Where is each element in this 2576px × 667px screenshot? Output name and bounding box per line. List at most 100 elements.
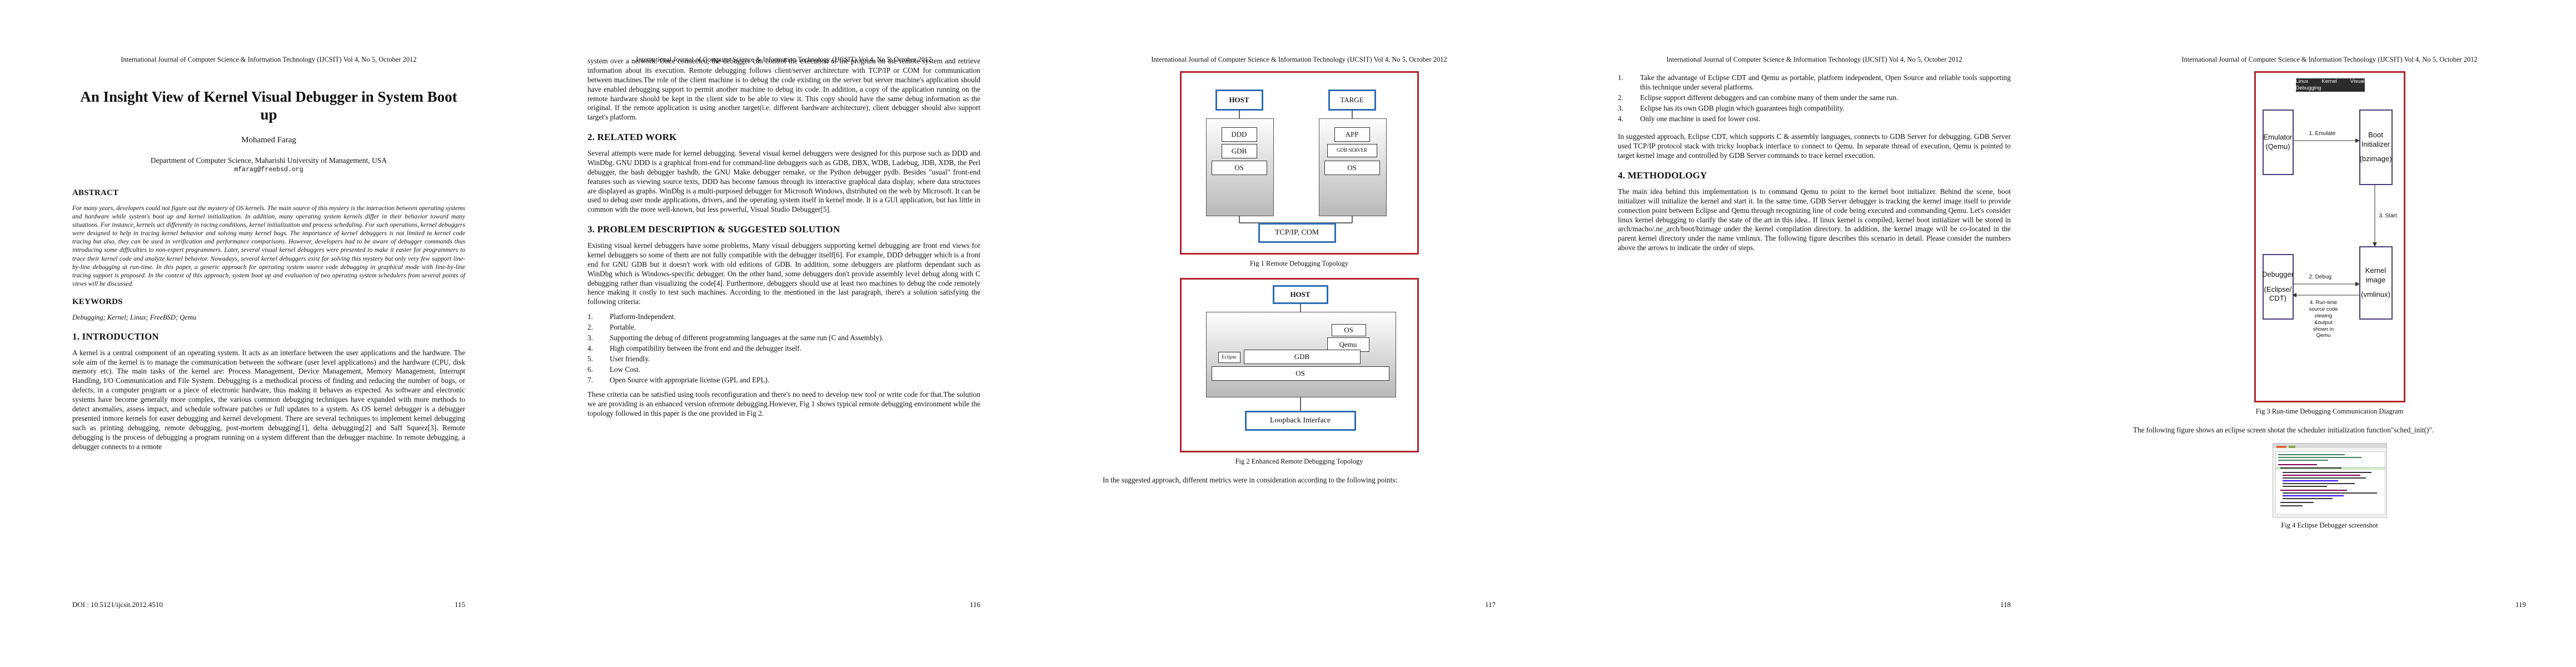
os-box: OS xyxy=(1211,161,1267,175)
gdb-box: GDB xyxy=(1243,350,1361,364)
code-line xyxy=(2282,482,2355,484)
page-body: system over a network. Once connected, t… xyxy=(587,57,980,424)
page-number: 115 xyxy=(454,600,465,609)
page-115: International Journal of Computer Scienc… xyxy=(0,0,515,667)
author-email: mfarag@freebsd.org xyxy=(234,166,303,174)
list-item: 4.Only one machine is used for lower cos… xyxy=(1618,114,1761,123)
tcpip-com-box: TCP/IP, COM xyxy=(1258,223,1336,243)
emulator-box: Emulator(Qemu) xyxy=(2262,109,2294,175)
paragraph-metrics: In the suggested approach, different met… xyxy=(1103,476,1398,484)
diagram-title: Linux Kernel Visual Debugging xyxy=(2295,78,2365,92)
running-header: International Journal of Computer Scienc… xyxy=(1151,56,1447,63)
section-heading-introduction: 1. INTRODUCTION xyxy=(72,331,160,342)
keywords-heading: KEYWORDS xyxy=(72,297,123,306)
code-editor xyxy=(2275,451,2385,515)
figure-enhanced-remote-debugging-topology: HOST OS Qemu Eclipse GDB OS Loopback Int… xyxy=(1179,278,1419,452)
code-line xyxy=(2282,471,2371,473)
host-box: HOST xyxy=(1272,285,1328,304)
code-line xyxy=(2282,497,2333,499)
code-line xyxy=(2278,459,2328,461)
page-body: HOST TARGE DDD GDB OS APP GDB SERVER OS … xyxy=(1103,68,1496,491)
app-box: APP xyxy=(1334,127,1370,142)
figure-connectors xyxy=(1299,304,1301,411)
qemu-box: Qemu xyxy=(1327,337,1369,352)
code-line xyxy=(2282,480,2338,481)
code-line xyxy=(2282,474,2360,476)
code-line xyxy=(2282,495,2344,496)
figure-caption: Fig 1 Remote Debugging Topology xyxy=(1249,260,1349,267)
figure-caption: Fig 2 Enhanced Remote Debugging Topology xyxy=(1235,457,1363,465)
code-line xyxy=(2282,485,2327,487)
running-header: International Journal of Computer Scienc… xyxy=(2181,56,2478,63)
list-item: 4.High compatibility between the front e… xyxy=(587,344,801,352)
section-heading-methodology: 4. METHODOLOGY xyxy=(1618,170,1707,181)
paper-title: An Insight View of Kernel Visual Debugge… xyxy=(80,88,457,123)
paragraph-methodology: The main idea behind this implementation… xyxy=(1618,187,2011,252)
paragraph-screenshot-intro: The following figure shows an eclipse sc… xyxy=(2133,426,2434,434)
list-item: 1.Platform-Independent. xyxy=(587,312,676,321)
target-box: TARGE xyxy=(1328,89,1376,111)
page-number: 116 xyxy=(969,600,980,609)
points-list: 1.Take the advantage of Eclipse CDT and … xyxy=(1618,73,2011,123)
figure-arrows xyxy=(2291,138,2377,297)
list-item: 7.Open Source with appropriate license (… xyxy=(587,375,770,384)
list-item: 2.Eclipse support different debuggers an… xyxy=(1618,93,1899,102)
page-119: International Journal of Computer Scienc… xyxy=(2061,0,2576,667)
toolbar-icon xyxy=(2276,445,2286,448)
page-number: 117 xyxy=(1484,600,1496,609)
eclipse-screenshot-image xyxy=(2272,442,2387,517)
paragraph-related-work: Several attempts were made for kernel de… xyxy=(587,148,980,214)
running-header: International Journal of Computer Scienc… xyxy=(1666,56,1962,63)
intro-paragraph: A kernel is a central component of an op… xyxy=(72,348,465,451)
step-label: 1. Emulate xyxy=(2309,131,2336,137)
window-titlebar xyxy=(2273,443,2386,448)
os-box: OS xyxy=(1324,161,1380,175)
keywords-text: Debugging; Kernel; Linux; FreeBSD; Qemu xyxy=(72,313,197,321)
loopback-interface-box: Loopback Interface xyxy=(1244,411,1356,431)
figure-caption: Fig 3 Run-time Debugging Communication D… xyxy=(2255,407,2404,415)
running-header: International Journal of Computer Scienc… xyxy=(121,56,417,63)
debugger-box: Debugger(Eclipse/CDT) xyxy=(2262,254,2294,320)
page-117: International Journal of Computer Scienc… xyxy=(1030,0,1546,667)
eclipse-box: Eclipse xyxy=(1218,352,1240,363)
page-118: International Journal of Computer Scienc… xyxy=(1546,0,2061,667)
page-116: International Journal of Computer Scienc… xyxy=(515,0,1030,667)
running-header: International Journal of Computer Scienc… xyxy=(636,56,932,63)
page-body: Linux Kernel Visual Debugging Emulator(Q… xyxy=(2133,68,2526,540)
doi: DOI : 10.5121/ijcsit.2012.4510 xyxy=(72,600,163,609)
page-body: An Insight View of Kernel Visual Debugge… xyxy=(72,79,465,457)
code-line xyxy=(2282,492,2377,494)
page-body: 1.Take the advantage of Eclipse CDT and … xyxy=(1618,73,2011,258)
figure-remote-debugging-topology: HOST TARGE DDD GDB OS APP GDB SERVER OS … xyxy=(1179,71,1419,255)
list-item: 1.Take the advantage of Eclipse CDT and … xyxy=(1618,73,2011,91)
section-heading-related-work: 2. RELATED WORK xyxy=(587,132,677,143)
code-line xyxy=(2278,454,2345,455)
paragraph-remote-debugging: system over a network. Once connected, t… xyxy=(587,57,980,122)
code-line xyxy=(2280,505,2303,506)
author-affiliation: Department of Computer Science, Maharish… xyxy=(150,156,387,165)
figure-runtime-debugging-diagram: Linux Kernel Visual Debugging Emulator(Q… xyxy=(2254,71,2405,402)
list-item: 5.User friendly. xyxy=(587,354,650,363)
step-label: 3. Start xyxy=(2379,213,2397,219)
criteria-list: 1.Platform-Independent. 2.Portable. 3.Su… xyxy=(587,312,980,385)
abstract-text: For many years, developers could not fig… xyxy=(72,205,465,287)
kernel-image-box: Kernel image(vmlinux) xyxy=(2359,246,2393,320)
code-line xyxy=(2278,456,2361,458)
code-line xyxy=(2280,467,2341,469)
gdb-server-box: GDB SERVER xyxy=(1327,144,1377,157)
gdb-box: GDB xyxy=(1221,144,1257,158)
boot-initializer-box: Boot Initializer(bzimage) xyxy=(2359,109,2393,185)
ddd-box: DDD xyxy=(1221,127,1257,142)
page-number: 118 xyxy=(2000,600,2011,609)
abstract-heading: ABSTRACT xyxy=(72,188,119,197)
paragraph-solution: These criteria can be satisfied using to… xyxy=(587,390,980,418)
paragraph-problem: Existing visual kernel debuggers have so… xyxy=(587,241,980,306)
list-item: 3.Eclipse has its own GDB plugin which g… xyxy=(1618,103,1845,112)
toolbar-icon xyxy=(2288,445,2295,448)
code-line xyxy=(2282,477,2366,479)
os-box: OS xyxy=(1331,324,1366,336)
code-line xyxy=(2278,464,2317,465)
code-line xyxy=(2280,489,2347,491)
host-box: HOST xyxy=(1215,89,1263,111)
